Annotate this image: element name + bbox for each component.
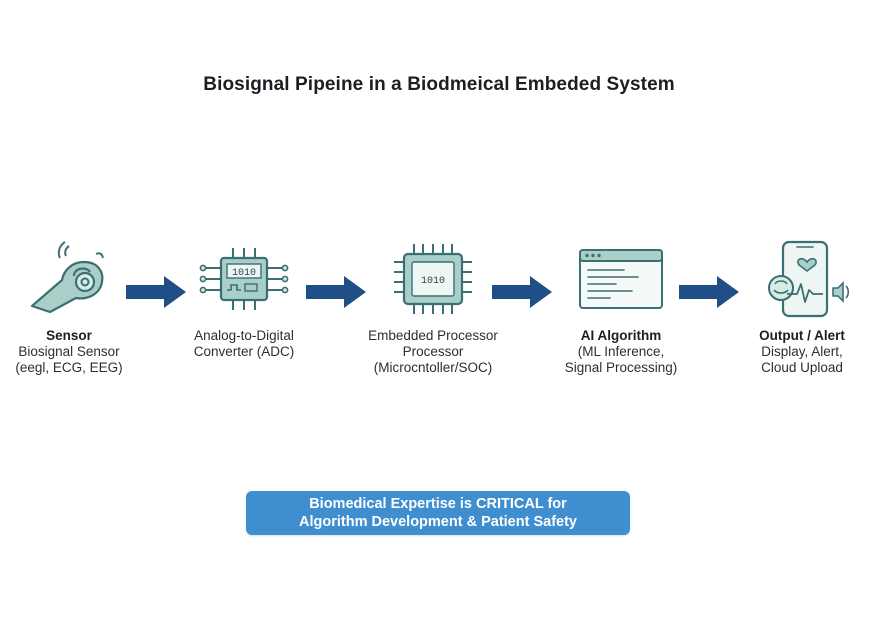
expertise-callout: Biomedical Expertise is CRITICAL for Alg… (246, 491, 630, 535)
processor-chip-icon: 1010 (378, 240, 488, 318)
stage-output-alert-line: Display, Alert, (761, 344, 843, 359)
hand-sensor-icon (14, 240, 124, 318)
stage-processor-line: (Microcntoller/SOC) (373, 360, 493, 375)
diagram-title: Biosignal Pipeine in a Biodmeical Embede… (203, 74, 675, 95)
stage-sensor-heading: Sensor (46, 328, 92, 343)
stage-ai-algorithm: AI Algorithm (ML Inference, Signal Proce… (541, 240, 701, 376)
stage-sensor-line: (eegl, ECG, EEG) (15, 360, 123, 375)
stage-sensor: Sensor Biosignal Sensor (eegl, ECG, EEG) (4, 240, 134, 376)
stage-sensor-line: Biosignal Sensor (18, 344, 120, 359)
stage-adc-line: Converter (ADC) (193, 344, 295, 359)
callout-line: Biomedical Expertise is CRITICAL for (309, 496, 567, 512)
stage-ai-algorithm-line: (ML Inference, (577, 344, 665, 359)
processor-chip-label: 1010 (421, 276, 445, 287)
callout-line: Algorithm Development & Patient Safety (299, 514, 577, 530)
stage-output-alert: Output / Alert Display, Alert, Cloud Upl… (738, 240, 866, 376)
adc-chip-icon: 1010 (189, 240, 299, 318)
stage-processor-line: Processor (402, 344, 464, 359)
flow-arrow-icon (126, 276, 186, 308)
flow-arrow-icon (679, 276, 739, 308)
stage-output-alert-line: Cloud Upload (761, 360, 843, 375)
stage-ai-algorithm-line: Signal Processing) (564, 360, 678, 375)
flow-arrow-icon (492, 276, 552, 308)
code-window-icon (566, 240, 676, 318)
stage-adc: 1010 Analog-to-Digital Converter (ADC) (174, 240, 314, 360)
stage-ai-algorithm-heading: AI Algorithm (580, 328, 662, 343)
stage-output-alert-heading: Output / Alert (759, 328, 845, 343)
stage-adc-line: Analog-to-Digital (194, 328, 294, 343)
flow-arrow-icon (306, 276, 366, 308)
adc-chip-label: 1010 (232, 268, 256, 279)
phone-alert-icon (747, 240, 857, 318)
stage-processor-line: Embedded Processor (368, 328, 498, 343)
stage-processor: 1010 Embedded Processor Processor (Micro… (348, 240, 518, 376)
